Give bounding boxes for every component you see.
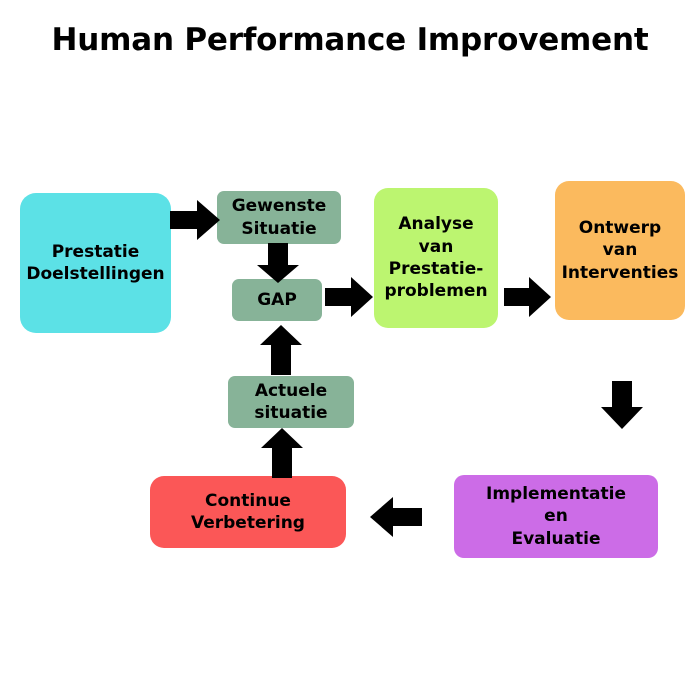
node-gewenste-situatie[interactable]: Gewenste Situatie bbox=[217, 191, 341, 244]
arrow-right-icon-analysis-to-design bbox=[504, 275, 551, 319]
arrow-left-icon-implement-to-improve bbox=[370, 494, 422, 540]
node-implementatie-en-evaluatie[interactable]: Implementatie en Evaluatie bbox=[454, 475, 658, 558]
node-continue-verbetering[interactable]: Continue Verbetering bbox=[150, 476, 346, 548]
arrow-right-icon-gap-to-analysis bbox=[325, 275, 373, 319]
node-prestatie-doelstellingen[interactable]: Prestatie Doelstellingen bbox=[20, 193, 171, 333]
arrow-up-icon-improve-to-current bbox=[260, 428, 304, 478]
node-gap[interactable]: GAP bbox=[232, 279, 322, 321]
arrow-down-icon-design-to-implement bbox=[600, 381, 644, 429]
arrow-right-icon-goals-to-desired bbox=[170, 198, 220, 242]
arrow-down-icon-desired-to-gap bbox=[256, 243, 300, 283]
page-title: Human Performance Improvement bbox=[51, 22, 649, 58]
arrow-up-icon-current-to-gap bbox=[259, 325, 303, 375]
node-actuele-situatie[interactable]: Actuele situatie bbox=[228, 376, 354, 428]
node-ontwerp-van-interventies[interactable]: Ontwerp van Interventies bbox=[555, 181, 685, 320]
node-analyse-van-prestatieproblemen[interactable]: Analyse van Prestatie- problemen bbox=[374, 188, 498, 328]
